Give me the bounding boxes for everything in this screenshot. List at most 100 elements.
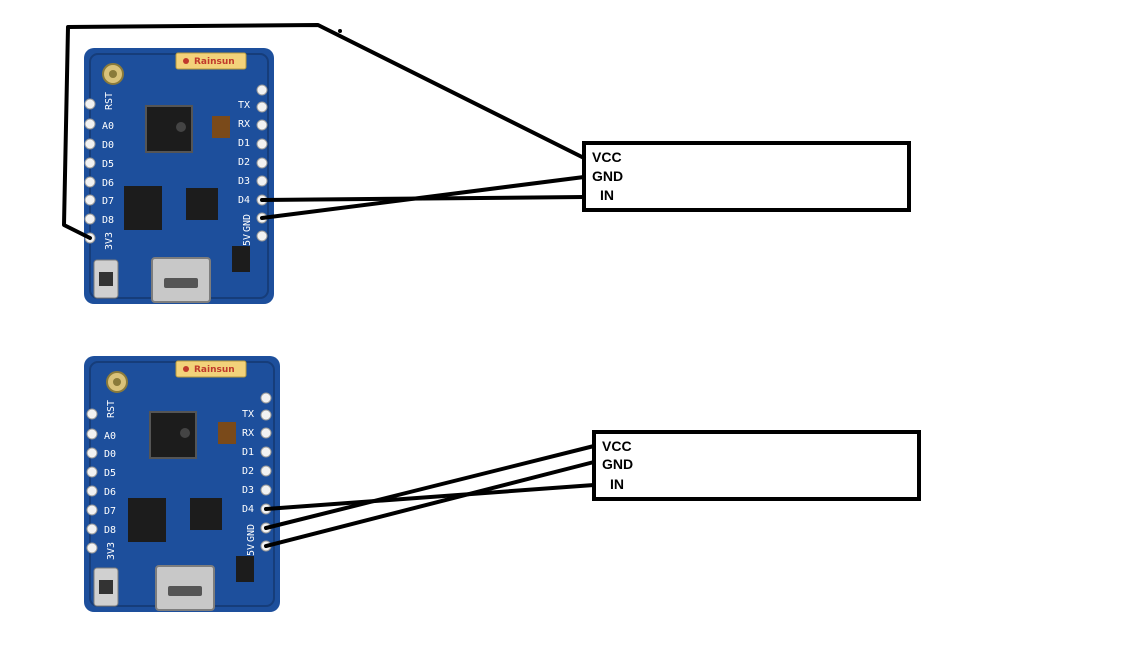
pin-label-d7: D7	[102, 196, 114, 207]
brand-dot-icon	[183, 58, 189, 64]
pin-pad	[86, 485, 98, 497]
board-2-left-pin-header: RST A0 D0 D5 D6 D7 D8 3V3	[86, 400, 117, 560]
board-1-pcb	[84, 48, 274, 304]
pin-label-d6: D6	[104, 487, 116, 498]
pin-label-d1: D1	[242, 447, 254, 458]
wire-d4-to-in-2	[264, 483, 596, 511]
pin-pad	[86, 428, 98, 440]
micro-usb-port-icon	[155, 565, 215, 611]
pin-label-5v: 5V	[242, 234, 253, 246]
pin-label-d8: D8	[102, 215, 114, 226]
board-2-flash-chip	[128, 498, 166, 542]
pin-label-d5: D5	[104, 468, 116, 479]
pin-pad	[256, 84, 268, 96]
module-2-box	[592, 430, 921, 501]
wire-3v3-to-vcc-1	[62, 23, 586, 240]
pin-label-rst: RST	[106, 400, 117, 418]
pin-pad	[84, 194, 96, 206]
pin-label-d3: D3	[238, 176, 250, 187]
pin-pad	[84, 157, 96, 169]
pin-pad	[86, 504, 98, 516]
espressif-logo-icon	[176, 122, 186, 132]
pin-label-rx: RX	[238, 119, 250, 130]
pin-pad	[86, 523, 98, 535]
pin-pad	[86, 466, 98, 478]
module-1-box	[582, 141, 911, 212]
module-1-label-gnd: GND	[592, 168, 623, 184]
pin-label-d4: D4	[242, 504, 254, 515]
board-1-usb-chip	[186, 188, 218, 220]
wires	[62, 23, 596, 548]
reset-button-icon	[93, 567, 119, 607]
pin-label-d7: D7	[104, 506, 116, 517]
module-2-label-in: IN	[610, 476, 624, 492]
pin-pad	[84, 176, 96, 188]
board-1-right-pin-header: TX RX D1 D2 D3 D4 GND 5V	[238, 84, 268, 246]
pin-pad	[260, 409, 272, 421]
wire-5v-to-gnd-2	[264, 460, 596, 548]
pin-label-gnd: GND	[242, 214, 253, 232]
pin-pad	[84, 118, 96, 130]
pin-label-d5: D5	[102, 159, 114, 170]
module-2: VCC GND IN	[592, 430, 921, 501]
pin-pad	[260, 427, 272, 439]
pin-pad	[260, 446, 272, 458]
wire-stray-dot	[338, 29, 342, 33]
micro-usb-port-icon	[151, 257, 211, 303]
pin-pad	[86, 408, 98, 420]
antenna-connector-icon	[106, 371, 128, 393]
wire-gnd-to-vcc-2	[264, 444, 596, 530]
pin-pad	[84, 98, 96, 110]
pin-label-d3: D3	[242, 485, 254, 496]
pin-pad	[86, 447, 98, 459]
pin-pad	[256, 101, 268, 113]
board-1-brand-label: Rainsun	[194, 57, 235, 67]
pin-label-d6: D6	[102, 178, 114, 189]
module-2-label-vcc: VCC	[602, 438, 632, 454]
pin-pad	[86, 542, 98, 554]
board-1-flash-chip	[124, 186, 162, 230]
antenna-connector-icon	[102, 63, 124, 85]
pin-label-d1: D1	[238, 138, 250, 149]
pin-label-d4: D4	[238, 195, 250, 206]
pin-label-d0: D0	[102, 140, 114, 151]
pin-pad	[256, 175, 268, 187]
board-1-regulator	[232, 246, 250, 272]
pin-label-5v: 5V	[246, 544, 257, 556]
module-1: VCC GND IN	[582, 141, 911, 212]
wire-gnd-to-gnd-1	[260, 175, 586, 220]
pin-label-3v3: 3V3	[104, 232, 115, 250]
board-1-brand-badge	[175, 52, 247, 70]
board-1-crystal	[212, 116, 230, 138]
pin-label-d0: D0	[104, 449, 116, 460]
pin-label-tx: TX	[242, 409, 254, 420]
module-2-label-gnd: GND	[602, 456, 633, 472]
board-2-brand-badge	[175, 360, 247, 378]
pin-label-gnd: GND	[246, 524, 257, 542]
board-2-crystal	[218, 422, 236, 444]
pin-pad	[256, 119, 268, 131]
pin-pad	[256, 230, 268, 242]
pin-label-d2: D2	[242, 466, 254, 477]
module-1-label-in: IN	[600, 187, 614, 203]
board-2-usb-chip	[190, 498, 222, 530]
board-1: Rainsun RST A0	[84, 48, 274, 304]
pin-label-3v3: 3V3	[106, 542, 117, 560]
pin-pad	[256, 157, 268, 169]
pin-pad	[260, 484, 272, 496]
pin-label-rx: RX	[242, 428, 254, 439]
pin-pad	[260, 392, 272, 404]
pin-label-a0: A0	[104, 431, 116, 442]
espressif-logo-icon	[180, 428, 190, 438]
pin-label-d2: D2	[238, 157, 250, 168]
board-2-pcb	[84, 356, 280, 612]
brand-dot-icon	[183, 366, 189, 372]
pin-label-d8: D8	[104, 525, 116, 536]
pin-label-a0: A0	[102, 121, 114, 132]
pin-pad	[256, 138, 268, 150]
reset-button-icon	[93, 259, 119, 299]
pin-label-tx: TX	[238, 100, 250, 111]
pin-pad	[260, 465, 272, 477]
board-2: Rainsun RST A0 D0 D5 D6	[84, 356, 280, 612]
